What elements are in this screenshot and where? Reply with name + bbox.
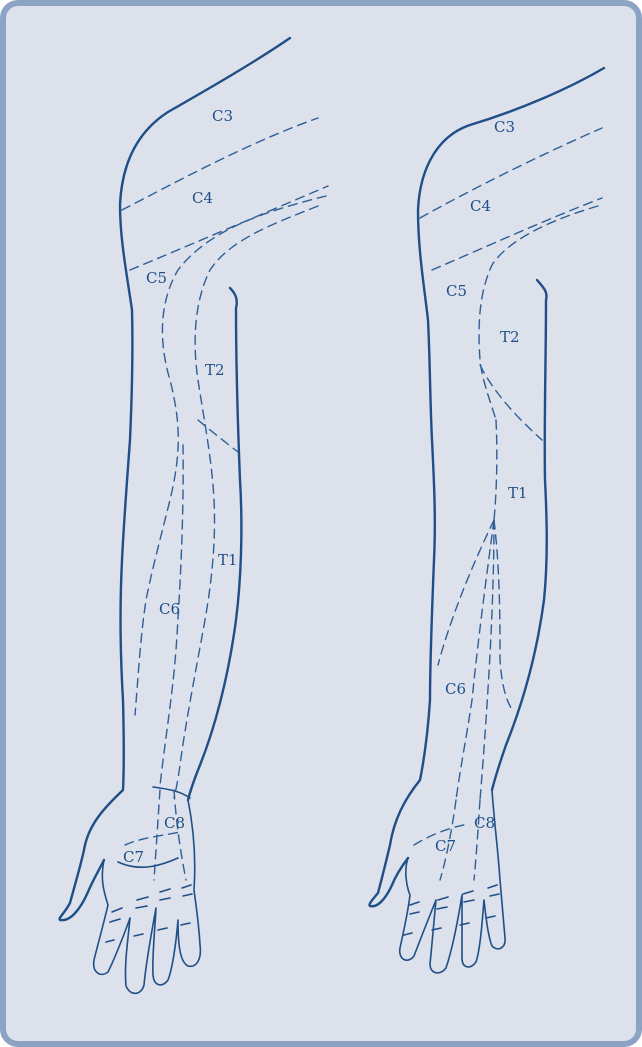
- left-label-t1: T1: [218, 551, 238, 569]
- left-label-c3: C3: [212, 107, 233, 125]
- right-label-t2: T2: [500, 328, 520, 346]
- right-label-t1: T1: [508, 484, 528, 502]
- left-label-c4: C4: [192, 189, 213, 207]
- right-label-c4: C4: [470, 197, 491, 215]
- right-label-c3: C3: [494, 118, 515, 136]
- left-wrist-line: [153, 787, 190, 798]
- left-label-c8: C8: [164, 814, 185, 832]
- left-arm: C3 C4 C5 T2 T1 C6 C8 C7: [60, 38, 328, 993]
- right-arm: C3 C4 C5 T2 T1 C6 C8 C7: [369, 68, 604, 973]
- left-label-c7: C7: [123, 848, 144, 866]
- left-label-c6: C6: [159, 600, 180, 618]
- left-label-t2: T2: [205, 361, 225, 379]
- right-label-c7: C7: [435, 837, 456, 855]
- right-label-c5: C5: [446, 282, 467, 300]
- right-label-c6: C6: [445, 680, 466, 698]
- left-label-c5: C5: [146, 269, 167, 287]
- right-arm-inner-outline: [492, 280, 547, 790]
- right-arm-outer-outline: [369, 68, 604, 906]
- right-label-c8: C8: [474, 814, 495, 832]
